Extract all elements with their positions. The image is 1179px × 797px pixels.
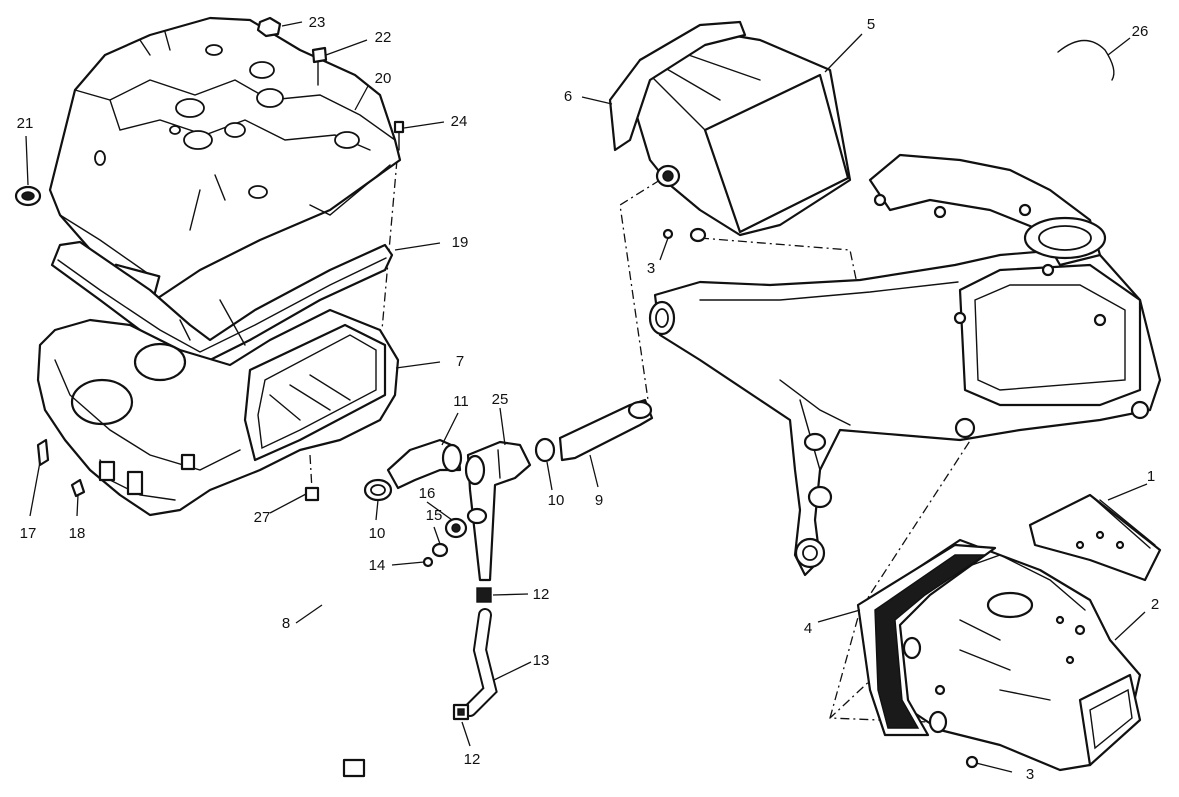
screw-24 (393, 120, 405, 151)
duct-11 (386, 438, 463, 490)
callout-14: 14 (369, 557, 386, 574)
clip-17 (36, 438, 50, 467)
hose-13 (463, 608, 498, 717)
callout-27: 27 (254, 509, 271, 526)
callout-4: 4 (804, 620, 812, 637)
clamp-12-upper (476, 587, 492, 603)
callout-26: 26 (1132, 23, 1149, 40)
callout-23: 23 (309, 14, 326, 31)
screw-3-lower (965, 755, 979, 769)
bolt-22 (311, 46, 328, 86)
clamp-12-lower (452, 703, 470, 721)
clamp-27 (304, 486, 320, 502)
callout-13: 13 (533, 652, 550, 669)
callout-18: 18 (69, 525, 86, 542)
hose-9 (558, 398, 654, 462)
cover-plate-1 (1028, 493, 1162, 582)
nut-23 (256, 16, 282, 38)
callout-1: 1 (1147, 468, 1155, 485)
callout-2: 2 (1151, 596, 1159, 613)
grommet-21 (14, 185, 42, 207)
clamp-10-right (534, 437, 556, 463)
screw-14 (422, 556, 434, 568)
gasket-6 (608, 20, 747, 152)
leader-lines (25, 21, 1148, 773)
frame (648, 153, 1162, 577)
callout-21: 21 (17, 115, 34, 132)
screw-3-upper (662, 228, 674, 240)
clip-18 (70, 478, 86, 498)
callout-9: 9 (595, 492, 603, 509)
callout-8: 8 (282, 615, 290, 632)
callout-25: 25 (492, 391, 509, 408)
callout-19: 19 (452, 234, 469, 251)
callout-6: 6 (564, 88, 572, 105)
intake-duct-5 (633, 28, 852, 243)
callout-15: 15 (426, 507, 443, 524)
callout-10-right: 10 (548, 492, 565, 509)
callout-5: 5 (867, 16, 875, 33)
callout-12-lower: 12 (464, 751, 481, 768)
callout-17: 17 (20, 525, 37, 542)
callout-20: 20 (375, 70, 392, 87)
washer-15 (431, 542, 449, 558)
callout-22: 22 (375, 29, 392, 46)
airbox-base (36, 299, 400, 517)
tee-connector-25 (464, 440, 532, 582)
washer-16 (444, 507, 488, 539)
callout-labels: 1 2 3 3 4 5 6 7 8 9 10 10 11 12 12 13 14… (17, 14, 1160, 783)
callout-11: 11 (453, 393, 469, 410)
callout-3-upper: 3 (647, 260, 655, 277)
callout-7: 7 (456, 353, 464, 370)
callout-16: 16 (419, 485, 436, 502)
air-filter-4 (856, 543, 997, 737)
wire-clip-26 (1057, 39, 1115, 81)
callout-10-left: 10 (369, 525, 386, 542)
clamp-10-left (363, 478, 393, 502)
breather-hose-8 (289, 500, 366, 778)
callout-3-lower: 3 (1026, 766, 1034, 783)
callout-12-upper: 12 (533, 586, 550, 603)
callout-24: 24 (451, 113, 468, 130)
